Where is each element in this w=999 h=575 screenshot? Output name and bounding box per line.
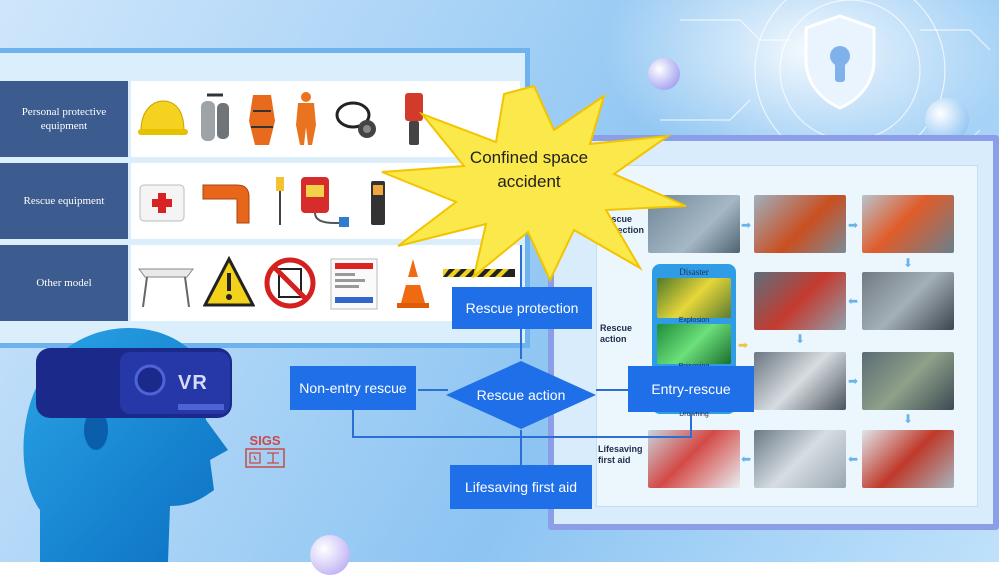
flow-line <box>520 245 522 287</box>
flow-line <box>352 436 692 438</box>
rescue-protection-label: Rescue protection <box>600 214 644 235</box>
photo-action-3 <box>754 352 846 410</box>
gas-probe-icon <box>276 177 284 225</box>
equipment-panel: Personal protective equipment <box>0 48 530 348</box>
breathing-apparatus-icon <box>201 93 229 141</box>
harness-icon <box>249 95 275 145</box>
rescue-protection-box: Rescue protection <box>452 287 592 329</box>
photo-aid-2 <box>754 430 846 488</box>
accident-title-line1: Confined space <box>469 148 589 167</box>
helmet-icon <box>138 100 188 135</box>
notice-board-icon <box>330 258 378 310</box>
arrow-down-icon: ⬇ <box>903 412 914 426</box>
photo-rescue-3 <box>862 195 954 253</box>
flow-line <box>520 329 522 359</box>
radio-icon <box>371 181 385 225</box>
lifesaving-first-aid-box: Lifesaving first aid <box>450 465 592 509</box>
photo-poisoning <box>657 324 731 364</box>
detector-icon <box>405 93 423 145</box>
rescue-action-label: Rescue action <box>600 323 633 344</box>
arrow-left-icon: ⬅ <box>741 452 752 466</box>
photo-rescue-2 <box>754 195 846 253</box>
arrow-left-icon: ⬅ <box>848 294 859 308</box>
drowning-label: Drowning <box>679 411 709 418</box>
lifesaving-label: Lifesaving first aid <box>598 444 643 465</box>
vr-headset-figure <box>23 327 232 562</box>
defibrillator-icon <box>301 177 349 227</box>
arrow-right-icon: ➡ <box>741 218 752 232</box>
decorative-orb <box>925 98 969 142</box>
explosion-label: Explosion <box>678 317 710 324</box>
protective-suit-icon <box>296 92 316 145</box>
rescue-action-diamond <box>446 361 596 429</box>
table-icon <box>138 268 194 308</box>
sigs-logo: SIGS <box>243 434 287 474</box>
accident-burst <box>381 84 687 283</box>
arrow-right-icon: ➡ <box>848 374 859 388</box>
row-label: Other model <box>0 245 128 321</box>
vr-label: VR <box>178 372 208 394</box>
photo-aid-3 <box>862 430 954 488</box>
photo-aid-1 <box>648 430 740 488</box>
air-duct-icon <box>202 184 250 224</box>
shield-lock-icon <box>800 12 880 112</box>
no-entry-sign-icon <box>264 257 316 309</box>
photo-action-1 <box>754 272 846 330</box>
flow-line <box>418 389 448 391</box>
flow-line <box>596 389 628 391</box>
flow-line <box>690 412 692 438</box>
flow-line <box>352 410 354 438</box>
flow-line <box>520 430 522 465</box>
warning-sign-icon <box>203 255 255 307</box>
row-label: Rescue equipment <box>0 163 128 239</box>
arrow-right-icon: ➡ <box>848 218 859 232</box>
photo-action-4 <box>862 352 954 410</box>
first-aid-kit-icon <box>139 184 185 222</box>
decorative-orb <box>310 535 350 575</box>
sigs-seal-icon <box>245 448 285 468</box>
rescue-action-text: Rescue action <box>476 386 566 403</box>
entry-rescue-box: Entry-rescue <box>628 366 754 412</box>
arrow-right-icon: ➡ <box>738 338 749 352</box>
row-label: Personal protective equipment <box>0 81 128 157</box>
sigs-logo-text: SIGS <box>249 433 281 448</box>
gas-mask-icon <box>335 101 376 138</box>
photo-action-2 <box>862 272 954 330</box>
arrow-left-icon: ⬅ <box>848 452 859 466</box>
arrow-down-icon: ⬇ <box>903 256 914 270</box>
traffic-cone-icon <box>397 259 429 308</box>
non-entry-rescue-box: Non-entry rescue <box>290 366 416 410</box>
accident-title: Confined space accident <box>424 146 634 194</box>
decorative-orb <box>648 58 680 90</box>
photo-explosion <box>657 278 731 318</box>
accident-title-line2: accident <box>497 172 561 191</box>
arrow-down-icon: ⬇ <box>795 332 806 346</box>
